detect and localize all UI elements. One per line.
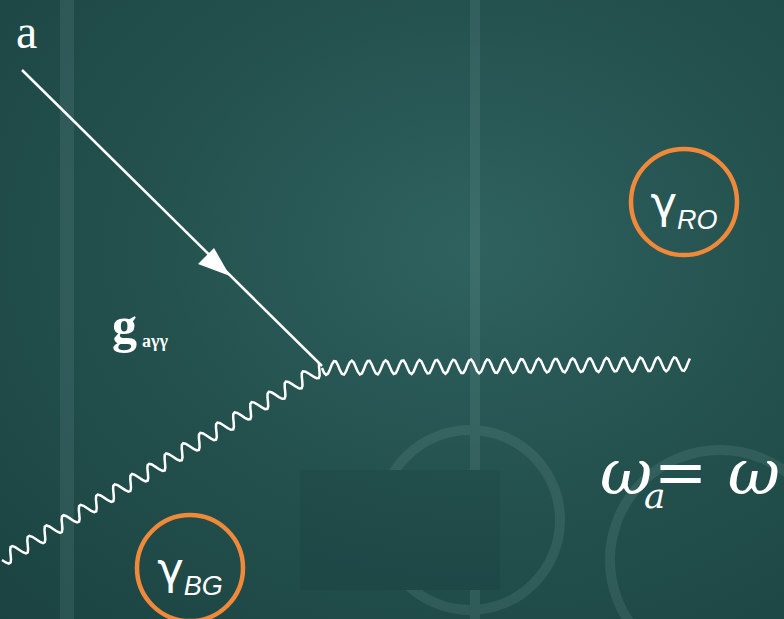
- equation-part: = ω: [654, 440, 780, 504]
- circle-outline: [628, 146, 740, 258]
- photon-circle: γBG: [134, 512, 246, 619]
- axion-line: [22, 70, 322, 366]
- background-photo: [60, 0, 784, 619]
- gamma-symbol: γ: [157, 546, 184, 591]
- coupling-symbol: g: [112, 300, 137, 350]
- axion-label: a: [16, 8, 37, 56]
- subscript: RO: [677, 207, 718, 234]
- photon-circle: γRO: [628, 146, 740, 258]
- photon-line: [2, 363, 320, 564]
- gamma-symbol: γ: [650, 180, 677, 225]
- arrow-head: [198, 248, 230, 276]
- coupling-subscript: aγγ: [142, 332, 168, 350]
- photon-line: [322, 357, 690, 375]
- subscript: BG: [184, 573, 223, 600]
- circle-outline: [134, 512, 246, 619]
